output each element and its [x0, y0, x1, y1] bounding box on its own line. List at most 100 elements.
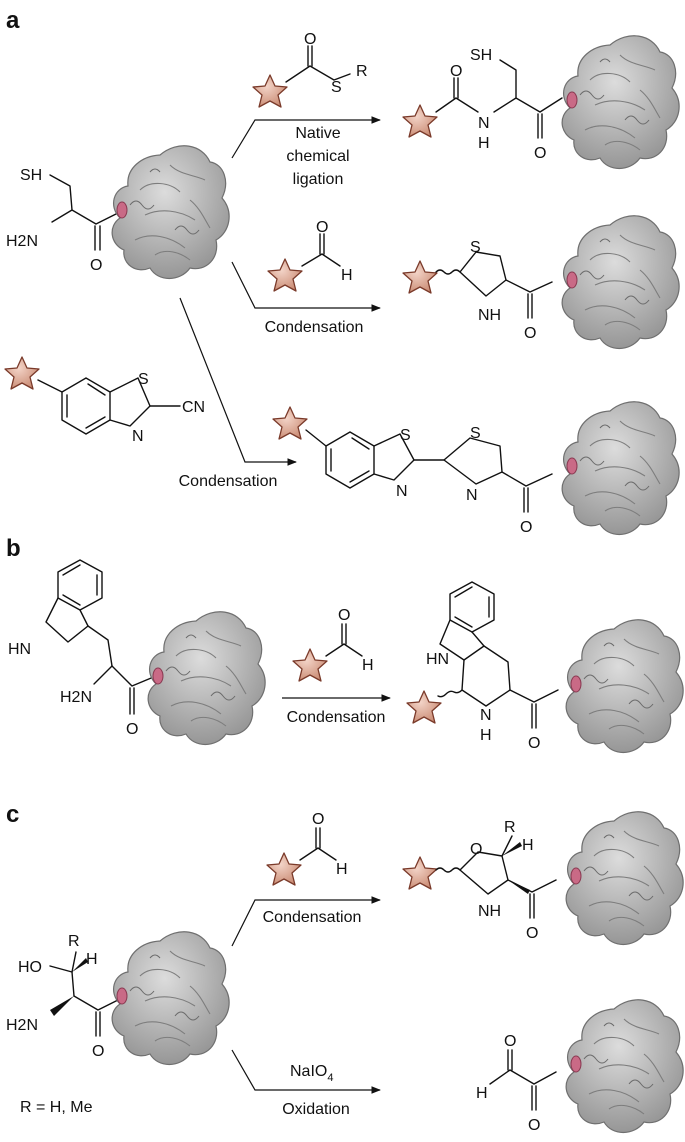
product-b-h-label: H — [480, 727, 492, 744]
substrate-r-label: R — [68, 933, 80, 950]
product-carbonyl-label: O — [534, 145, 546, 162]
aldehyde-b-o-label: O — [338, 607, 350, 624]
condition-ligation: ligation — [293, 171, 344, 188]
thioester-s-label: S — [331, 79, 342, 96]
thioester-reagent: O S R — [252, 31, 368, 108]
star-icon — [402, 260, 438, 294]
panel-c-product-glyoxyl: H O O — [476, 999, 684, 1134]
oxazolidine-r-label: R — [504, 819, 516, 836]
product2-carbonyl-label: O — [524, 325, 536, 342]
product3-carbonyl-label: O — [520, 519, 532, 536]
carbonyl-o-label: O — [90, 257, 102, 274]
trp-amine-label: H2N — [60, 689, 92, 706]
star-icon — [272, 406, 308, 440]
oxazolidine-n-label: NH — [478, 903, 501, 920]
arrow-ligation — [231, 116, 381, 159]
condition-condensation-c: Condensation — [263, 909, 362, 926]
trp-carbonyl-label: O — [126, 721, 138, 738]
protein-surface-icon — [565, 619, 684, 754]
aldehyde-reagent-a: O H — [267, 219, 353, 292]
product3-n2-label: N — [466, 487, 478, 504]
panel-c-substrate: HO R H H2N O — [6, 931, 230, 1066]
product3-s2-label: S — [470, 425, 481, 442]
condition-chemical: chemical — [286, 148, 349, 165]
star-icon — [402, 856, 438, 890]
substrate-h-label: H — [86, 951, 98, 968]
hydroxyl-label: HO — [18, 959, 42, 976]
arrow-oxidation-c — [231, 1049, 381, 1094]
star-icon — [267, 258, 303, 292]
product-thiazoline: S N S N O — [272, 401, 680, 536]
thiazolidine-n-label: NH — [478, 307, 501, 324]
panel-c-product-oxazolidine: O R H NH O — [402, 811, 684, 946]
product3-s1-label: S — [400, 427, 411, 444]
protein-surface-icon — [561, 401, 680, 536]
protein-surface-icon — [565, 811, 684, 946]
product-thiol-label: SH — [470, 47, 492, 64]
product-thiazolidine: S NH O — [402, 215, 680, 350]
amine-label: H2N — [6, 233, 38, 250]
aldehyde-reagent-c: O H — [266, 811, 348, 886]
panel-b-substrate: HN H2N O — [8, 559, 266, 746]
periodate-label: NaIO4 — [290, 1063, 333, 1084]
star-icon — [252, 74, 288, 108]
protein-surface-icon — [565, 999, 684, 1134]
condition-condensation-b: Condensation — [287, 709, 386, 726]
panel-b-letter: b — [6, 535, 21, 562]
product-c1-carbonyl-label: O — [526, 925, 538, 942]
indole-nh-label: HN — [8, 641, 31, 658]
aldehyde-c-o-label: O — [312, 811, 324, 828]
bt-n-label: N — [132, 428, 144, 445]
bt-s-label: S — [138, 371, 149, 388]
panel-c-letter: c — [6, 801, 19, 828]
thr-amine-label: H2N — [6, 1017, 38, 1034]
product-b-carbonyl-label: O — [528, 735, 540, 752]
star-icon — [292, 648, 328, 682]
condition-condensation-a2: Condensation — [179, 473, 278, 490]
protein-surface-icon — [561, 215, 680, 350]
protein-surface-icon — [111, 931, 230, 1066]
panel-a-letter: a — [6, 7, 20, 34]
protein-surface-icon — [561, 35, 680, 170]
arrow-condensation-nitrile — [179, 297, 297, 466]
arrow-condensation-aldehyde — [231, 261, 381, 312]
glyoxyl-o2-label: O — [528, 1117, 540, 1134]
amide-h-label: H — [478, 135, 490, 152]
thioester-r-label: R — [356, 63, 368, 80]
nitrile-reagent: S N CN — [4, 356, 205, 445]
condition-native: Native — [295, 125, 340, 142]
aldehyde-o-label: O — [316, 219, 328, 236]
protein-surface-icon — [147, 611, 266, 746]
star-icon — [402, 104, 438, 138]
panel-a-substrate: SH H2N O — [6, 145, 230, 280]
arrow-condensation-c — [231, 896, 381, 947]
thiol-label: SH — [20, 167, 42, 184]
glyoxyl-h-label: H — [476, 1085, 488, 1102]
amide-n-label: N — [478, 115, 490, 132]
protein-surface-icon — [111, 145, 230, 280]
star-icon — [4, 356, 40, 390]
thr-carbonyl-label: O — [92, 1043, 104, 1060]
aldehyde-b-h-label: H — [362, 657, 374, 674]
product-b-n-label: N — [480, 707, 492, 724]
oxazolidine-o-label: O — [470, 841, 482, 858]
thiazolidine-s-label: S — [470, 239, 481, 256]
r-group-note: R = H, Me — [20, 1099, 93, 1116]
condition-condensation-a1: Condensation — [265, 319, 364, 336]
panel-b-product: HN N H O — [406, 581, 684, 754]
aldehyde-c-h-label: H — [336, 861, 348, 878]
oxazolidine-h-label: H — [522, 837, 534, 854]
product3-n1-label: N — [396, 483, 408, 500]
nitrile-label: CN — [182, 399, 205, 416]
star-icon — [266, 852, 302, 886]
aldehyde-h-label: H — [341, 267, 353, 284]
aldehyde-reagent-b: O H — [292, 607, 374, 682]
product-b-nh-label: HN — [426, 651, 449, 668]
product-ligation: O N H SH O — [402, 35, 680, 170]
star-icon — [406, 690, 442, 724]
amide-o-label: O — [450, 63, 462, 80]
thioester-o-label: O — [304, 31, 316, 48]
condition-oxidation: Oxidation — [282, 1101, 350, 1118]
